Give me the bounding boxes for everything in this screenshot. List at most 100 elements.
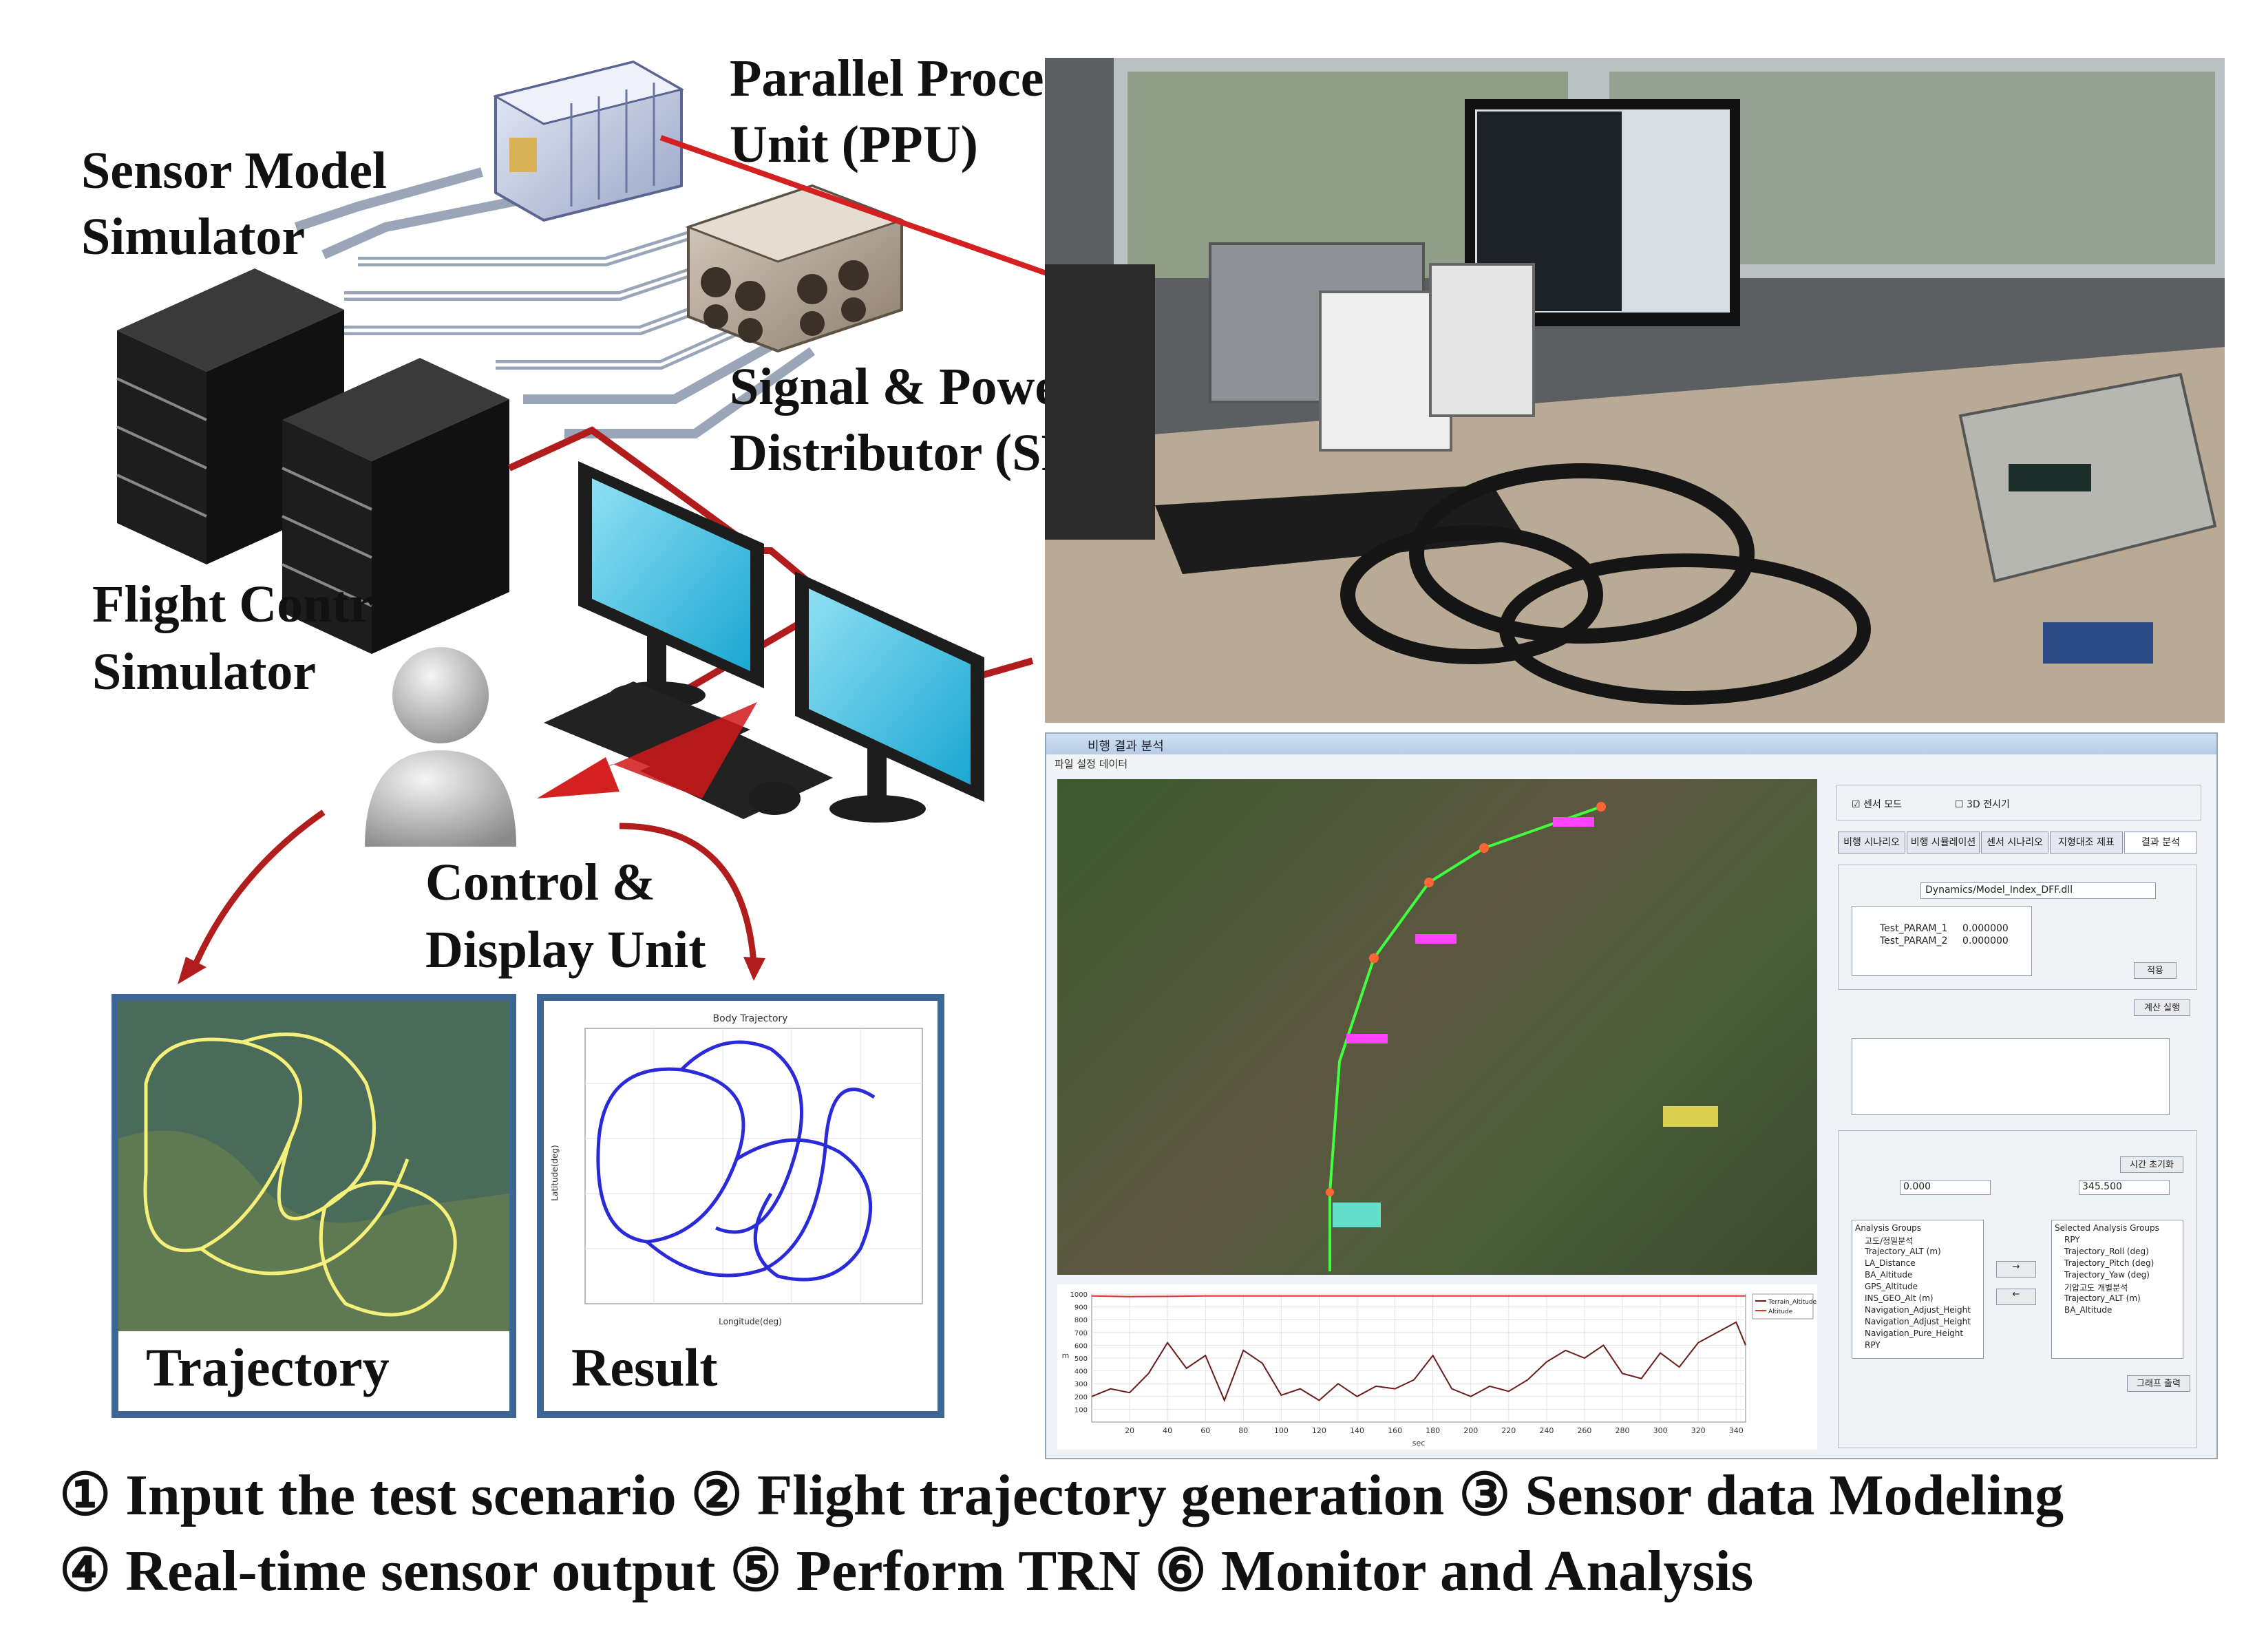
analysis-group-item[interactable]: RPY <box>1865 1340 1881 1350</box>
x-tick-label: 280 <box>1616 1426 1630 1435</box>
result-plot-ylabel: Latitude(deg) <box>550 1145 560 1200</box>
graph-output-button[interactable]: 그래프 출력 <box>2127 1375 2190 1392</box>
start-time-value: 0.000 <box>1903 1181 1931 1192</box>
initial-value-table[interactable] <box>1852 1038 2170 1115</box>
selected-group-item[interactable]: Trajectory_ALT (m) <box>2064 1293 2141 1303</box>
start-time-input[interactable]: 0.000 <box>1900 1180 1991 1195</box>
control-panel: ☑ 센서 모드 ☐ 3D 전시기 비행 시나리오 비행 시뮬레이션 센서 시나리… <box>1831 779 2207 1448</box>
tab-sensor-scenario[interactable]: 센서 시나리오 <box>1981 832 2048 854</box>
y-tick-label: 100 <box>1074 1406 1088 1414</box>
display-beam <box>551 702 757 798</box>
trajectory-panel: Trajectory <box>112 994 516 1418</box>
result-plot-xlabel: Longitude(deg) <box>719 1317 782 1326</box>
calculate-button[interactable]: 계산 실행 <box>2134 999 2190 1016</box>
checkbox-sensor-mode[interactable]: ☑ 센서 모드 <box>1852 799 1902 810</box>
flight-control-label-line1: Flight Control <box>92 575 413 633</box>
y-tick-label: 200 <box>1074 1394 1088 1401</box>
lab-photo-drawing <box>1045 58 2225 723</box>
flight-control-label-line2: Simulator <box>92 643 317 701</box>
menu-items[interactable]: 파일 설정 데이터 <box>1055 758 1128 770</box>
spd-label-line1: Signal & Power <box>730 358 1081 416</box>
terrain-map-view[interactable] <box>1057 779 1817 1275</box>
ppu-label-line1: Parallel Process <box>730 50 1085 107</box>
model-path-text: Dynamics/Model_Index_DFF.dll <box>1925 885 2073 896</box>
model-group <box>1838 865 2197 990</box>
param-1-value: 0.000000 <box>1962 923 2009 934</box>
end-time-value: 345.500 <box>2082 1181 2122 1192</box>
selected-group-item[interactable]: 기압고도 개별분석 <box>2064 1283 2128 1293</box>
tab-flight-scenario[interactable]: 비행 시나리오 <box>1838 832 1905 854</box>
analysis-group-item[interactable]: Navigation_Adjust_Height <box>1865 1305 1971 1315</box>
window-menu-bar[interactable]: 파일 설정 데이터 <box>1046 754 2216 771</box>
y-tick-label: 700 <box>1074 1330 1088 1337</box>
param-2-name: Test_PARAM_2 <box>1880 935 1948 946</box>
series-line-terrain-altitude <box>1091 1321 1746 1403</box>
analysis-group-item[interactable]: INS_GEO_Alt (m) <box>1865 1293 1934 1303</box>
trajectory-map <box>118 1001 509 1331</box>
selected-group-item[interactable]: Trajectory_Pitch (deg) <box>2064 1258 2154 1268</box>
x-tick-label: 120 <box>1312 1426 1326 1435</box>
param-2-value: 0.000000 <box>1962 935 2009 946</box>
tab-terrain-match[interactable]: 지형대조 제표 <box>2050 832 2123 854</box>
arrow-to-trajectory <box>189 809 326 972</box>
move-left-button[interactable]: ← <box>1996 1289 2036 1305</box>
steps-line-2: ④ Real-time sensor output ⑤ Perform TRN … <box>59 1539 1754 1603</box>
x-tick-label: 40 <box>1163 1426 1172 1435</box>
x-tick-label: 320 <box>1691 1426 1706 1435</box>
checkbox-3d-label: 3D 전시기 <box>1967 799 2010 810</box>
move-right-button[interactable]: → <box>1996 1261 2036 1278</box>
legend-label: Terrain_Altitude <box>1768 1299 1817 1306</box>
analysis-group-item[interactable]: Navigation_Adjust_Height <box>1865 1317 1971 1326</box>
tab-result-analysis[interactable]: 결과 분석 <box>2124 832 2197 854</box>
selected-group-item[interactable]: Selected Analysis Groups <box>2055 1223 2159 1233</box>
x-tick-label: 60 <box>1200 1426 1210 1435</box>
apply-button[interactable]: 적용 <box>2134 962 2177 979</box>
y-tick-label: 400 <box>1074 1368 1088 1376</box>
param-table[interactable]: Test_PARAM_1 0.000000 Test_PARAM_2 0.000… <box>1852 906 2032 976</box>
x-tick-label: 340 <box>1729 1426 1744 1435</box>
model-path-input[interactable]: Dynamics/Model_Index_DFF.dll <box>1920 882 2156 899</box>
analysis-group-item[interactable]: Trajectory_ALT (m) <box>1865 1247 1941 1256</box>
analysis-group-item[interactable]: BA_Altitude <box>1865 1270 1913 1280</box>
selected-group-item[interactable]: Trajectory_Roll (deg) <box>2064 1247 2149 1256</box>
checkbox-3d-display[interactable]: ☐ 3D 전시기 <box>1955 799 2010 810</box>
y-tick-label: 1000 <box>1070 1291 1088 1299</box>
legend-label: Altitude <box>1768 1309 1793 1315</box>
param-1-name: Test_PARAM_1 <box>1880 923 1948 934</box>
x-tick-label: 260 <box>1577 1426 1591 1435</box>
analysis-group-item[interactable]: GPS_Altitude <box>1865 1282 1918 1291</box>
monitor-left-illustration <box>578 461 764 709</box>
result-panel: Body Trajectory Longitude(deg) Latitude(… <box>537 994 944 1418</box>
analysis-group-item[interactable]: 고도/정밀분석 <box>1865 1236 1914 1246</box>
x-tick-label: 180 <box>1426 1426 1440 1435</box>
end-time-input[interactable]: 345.500 <box>2079 1180 2170 1195</box>
checkbox-sensor-mode-label: 센서 모드 <box>1863 799 1902 810</box>
steps-line-1: ① Input the test scenario ② Flight traje… <box>59 1463 2064 1527</box>
selected-group-item[interactable]: Trajectory_Yaw (deg) <box>2064 1270 2150 1280</box>
result-plot-title: Body Trajectory <box>713 1013 788 1024</box>
window-title-bar: 비행 결과 분석 <box>1046 734 2216 754</box>
selected-group-item[interactable]: BA_Altitude <box>2064 1305 2113 1315</box>
x-tick-label: 200 <box>1463 1426 1478 1435</box>
analysis-group-item[interactable]: Analysis Groups <box>1855 1223 1922 1233</box>
x-axis-label: sec <box>1412 1439 1426 1448</box>
result-plot: Body Trajectory Longitude(deg) Latitude(… <box>544 1001 938 1331</box>
flight-path <box>1326 802 1718 1271</box>
lab-photo <box>1045 58 2225 723</box>
selected-group-item[interactable]: RPY <box>2064 1235 2080 1245</box>
data-analysis-group <box>1838 1130 2197 1448</box>
analysis-group-item[interactable]: Navigation_Pure_Height <box>1865 1328 1964 1338</box>
monitor-right-illustration <box>795 571 984 823</box>
analysis-group-item[interactable]: LA_Distance <box>1865 1258 1916 1268</box>
reset-time-button[interactable]: 시간 초기화 <box>2120 1156 2183 1173</box>
ppu-unit-illustration <box>493 60 684 222</box>
window-title: 비행 결과 분석 <box>1088 739 1164 754</box>
tab-flight-simulation[interactable]: 비행 시뮬레이션 <box>1907 832 1980 854</box>
cdu-label-line2: Display Unit <box>425 921 706 979</box>
y-tick-label: 600 <box>1074 1342 1088 1350</box>
